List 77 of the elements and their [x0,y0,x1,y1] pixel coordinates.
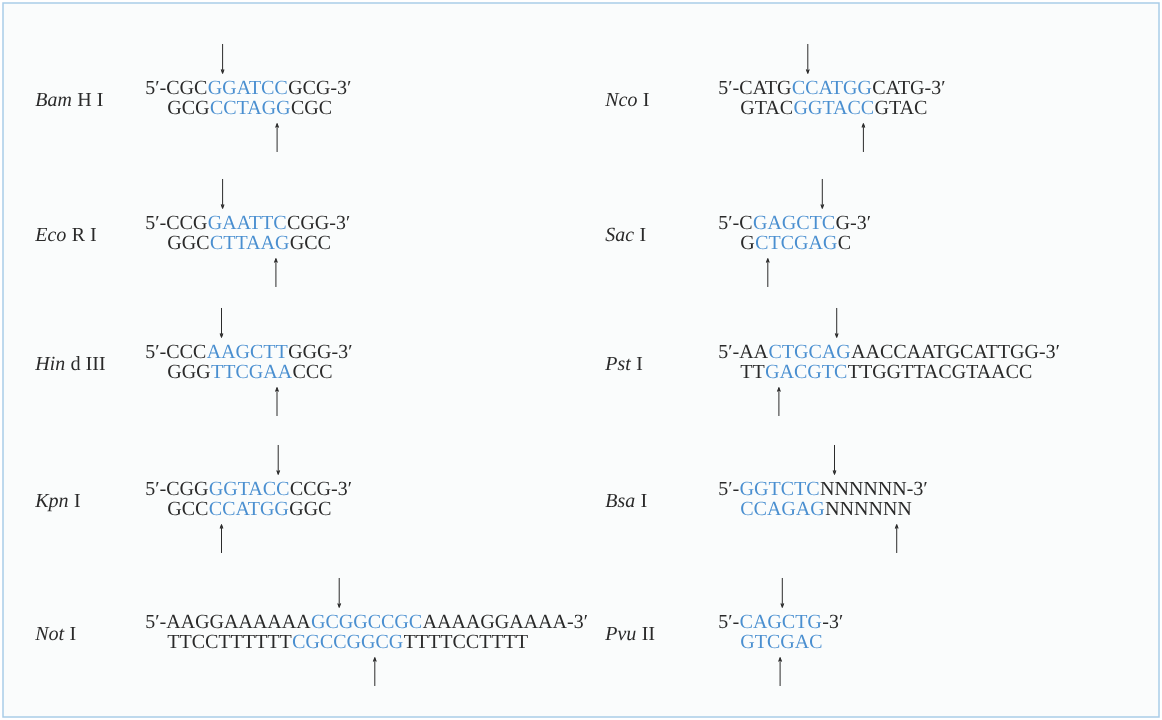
enzyme-name: Eco [35,227,66,242]
sequence-text: GCC [168,501,208,516]
sequence-text: C [838,235,850,250]
sequence-text: GAGCTC [753,215,835,230]
sequence-text: NNNNNN [825,501,912,515]
sequence-text: CTGCAG [769,344,851,359]
enzyme-name: H I [77,92,103,106]
sequence-text: -3′ [823,614,843,629]
enzyme-name: Kpn [35,493,68,512]
sequence-text: GGATCC [208,80,287,95]
sequence-text: AAAAGGAAAA-3′ [422,614,588,629]
enzyme-name: Pst [605,356,632,371]
sequence-text: CTCGAG [755,235,837,250]
sequence-text: TTCGAA [211,364,292,379]
sequence-text: GGG-3′ [289,344,352,359]
sequence-text: CCATGG [209,501,289,516]
sequence-text: GGC [290,501,331,516]
sequence-text: CCG-3′ [290,481,352,496]
sequence-text: 5′- [719,614,739,629]
sequence-text: G-3′ [836,215,871,230]
sequence-text: CCATGG [792,80,872,95]
sequence-text: AACCAATGCATTGG-3′ [851,344,1059,359]
sequence-text: TT [740,364,765,378]
enzyme-name: Nco [605,92,637,107]
sequence-text: G [741,235,755,250]
sequence-text: CCTAGG [210,100,290,115]
sequence-text: CAGCTG [740,614,822,629]
enzyme-name: I [643,92,649,106]
enzyme-name: Sac [605,227,634,242]
sequence-text: TTCCTTTTTT [167,634,292,649]
enzyme-name: Bsa [605,493,635,508]
sequence-text: CATG-3′ [873,80,945,95]
sequence-text: GCGGCCGC [311,614,422,629]
enzyme-name: Hin [35,356,65,370]
enzyme-name: II [642,626,655,640]
enzyme-name: I [70,626,76,640]
sequence-text: NNNNNN-3′ [820,481,927,496]
enzyme-name: I [640,227,646,241]
sequence-text: GTAC [741,100,793,115]
sequence-text: GGG [168,364,210,379]
sequence-text: 5′-AAGGAAAAAA [146,614,311,629]
sequence-text: CGCCGGCG [292,634,403,649]
enzyme-name: Bam [35,92,72,107]
enzyme-name: I [641,493,647,507]
sequence-text: GTAC [875,100,927,115]
sequence-text: GGTACC [209,481,289,496]
sequence-text: GACGTC [765,364,847,379]
sequence-text: GTCGAC [741,634,822,649]
sequence-text: 5′-CGG [146,481,208,496]
sequence-text: 5′-CCC [146,344,206,359]
enzyme-name: R I [72,227,96,241]
sequence-text: AAGCTT [206,344,288,359]
sequence-text: 5′-AA [719,344,768,359]
sequence-text: 5′-CCG [146,215,207,230]
sequence-text: 5′- [719,481,739,496]
sequence-text: TTTTCCTTTT [404,634,528,649]
sequence-text: CTTAAG [210,235,289,250]
enzyme-name: Not [35,626,65,641]
enzyme-name: Pvu [605,626,636,641]
sequence-text: GAATTC [208,215,286,230]
sequence-text: GCC [290,235,330,250]
sequence-text: TTGGTTACGTAACC [848,364,1032,379]
sequence-text: 5′-CATG [719,80,791,95]
sequence-text: 5′-C [719,215,752,230]
sequence-text: GCG-3′ [289,80,351,95]
sequence-text: CGG-3′ [287,215,350,230]
sequence-text: GCG [168,100,209,115]
sequence-text: CCC [293,364,332,379]
sequence-text: GGTCTC [740,481,819,496]
enzyme-name: I [74,493,80,507]
sequence-text: CCAGAG [741,501,825,516]
sequence-text: 5′-CGC [146,80,207,95]
enzyme-name: I [636,356,643,370]
sequence-text: CGC [291,100,331,115]
sequence-text: GGTACC [794,100,874,115]
sequence-text: GGC [168,235,209,250]
enzyme-name: d III [71,356,105,371]
